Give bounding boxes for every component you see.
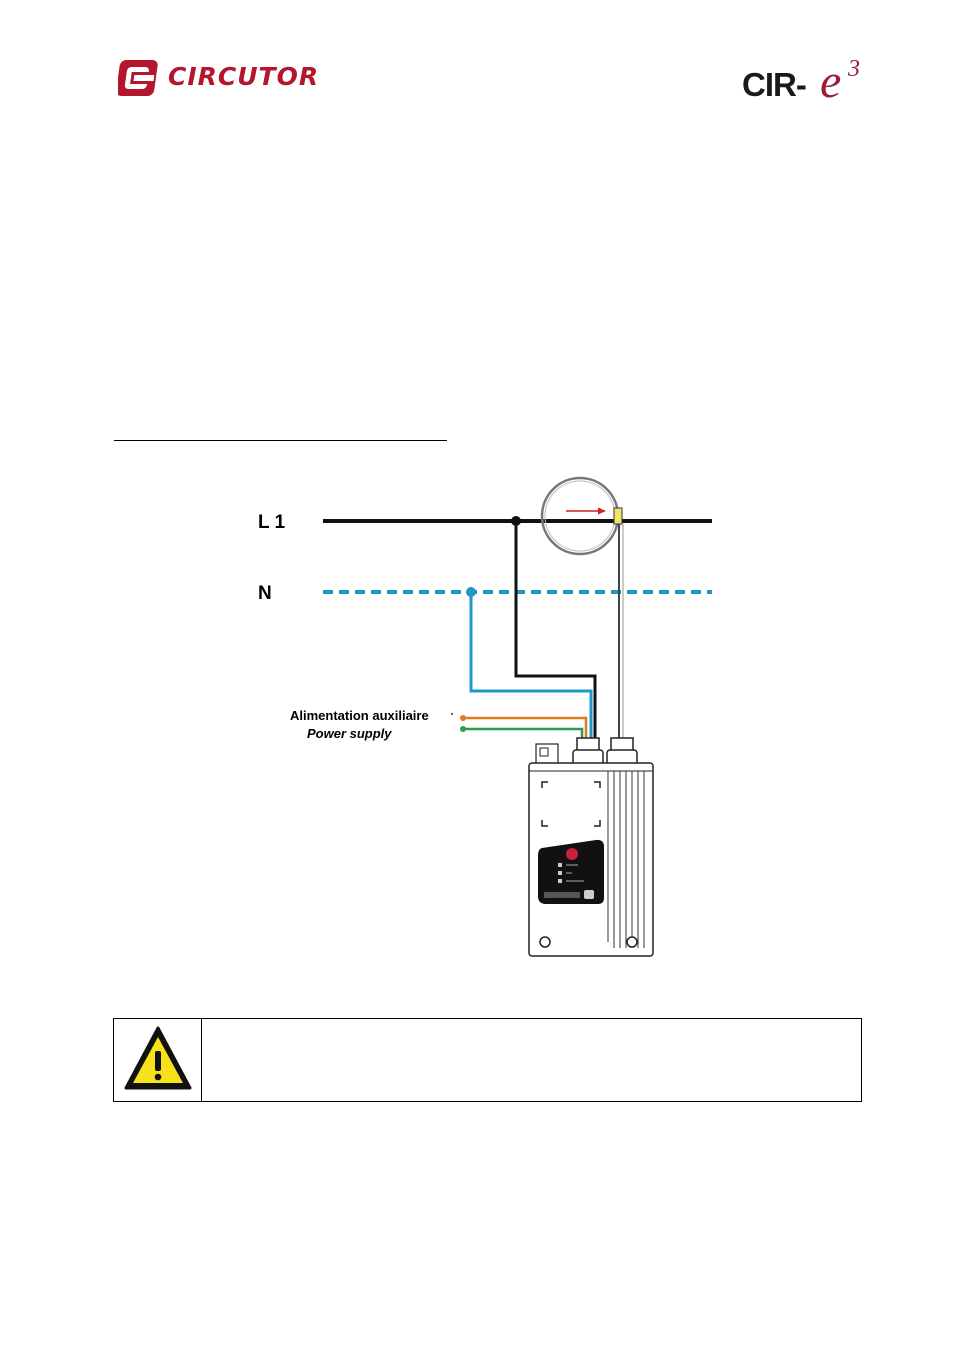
- aux-wire-orange: [463, 716, 588, 740]
- circutor-logo-mark: [118, 60, 158, 96]
- warning-icon-cell: [114, 1019, 202, 1101]
- wiring-diagram: L 1 N Alimentation auxiliaire Power supp…: [240, 470, 730, 970]
- aux-wire-green: [463, 727, 584, 740]
- clamp-connector: [613, 507, 623, 525]
- cir-e3-logo-e: e: [820, 55, 842, 108]
- current-clamp-loop: [540, 476, 620, 556]
- aux-terminal-green: [460, 726, 466, 732]
- aux-terminal-orange: [460, 715, 466, 721]
- n-tap-wire: [469, 592, 593, 740]
- circutor-logo: CIRCUTOR: [118, 56, 348, 102]
- cir-e3-logo-prefix: CIR-: [742, 66, 807, 103]
- current-direction-arrowhead: [598, 507, 606, 515]
- warning-triangle-icon: [124, 1026, 192, 1090]
- circutor-logo-text: CIRCUTOR: [168, 62, 320, 91]
- cir-e3-logo-superscript: 3: [848, 56, 860, 82]
- wiring-diagram-svg: L 1 N Alimentation auxiliaire Power supp…: [258, 476, 712, 957]
- current-clamp-loop-inner: [544, 480, 616, 552]
- section-heading-underline: [114, 440, 447, 441]
- label-aux-en: Power supply: [307, 726, 392, 741]
- meter-front-panel: [538, 839, 604, 904]
- label-n: N: [258, 583, 272, 604]
- cir-e3-logo: CIR- e 3: [742, 55, 872, 108]
- warning-box: [113, 1018, 862, 1102]
- label-aux-fr: Alimentation auxiliaire: [290, 708, 429, 723]
- meter-device: [528, 737, 654, 957]
- l1-tap-wire: [514, 521, 597, 740]
- label-l1: L 1: [258, 512, 286, 533]
